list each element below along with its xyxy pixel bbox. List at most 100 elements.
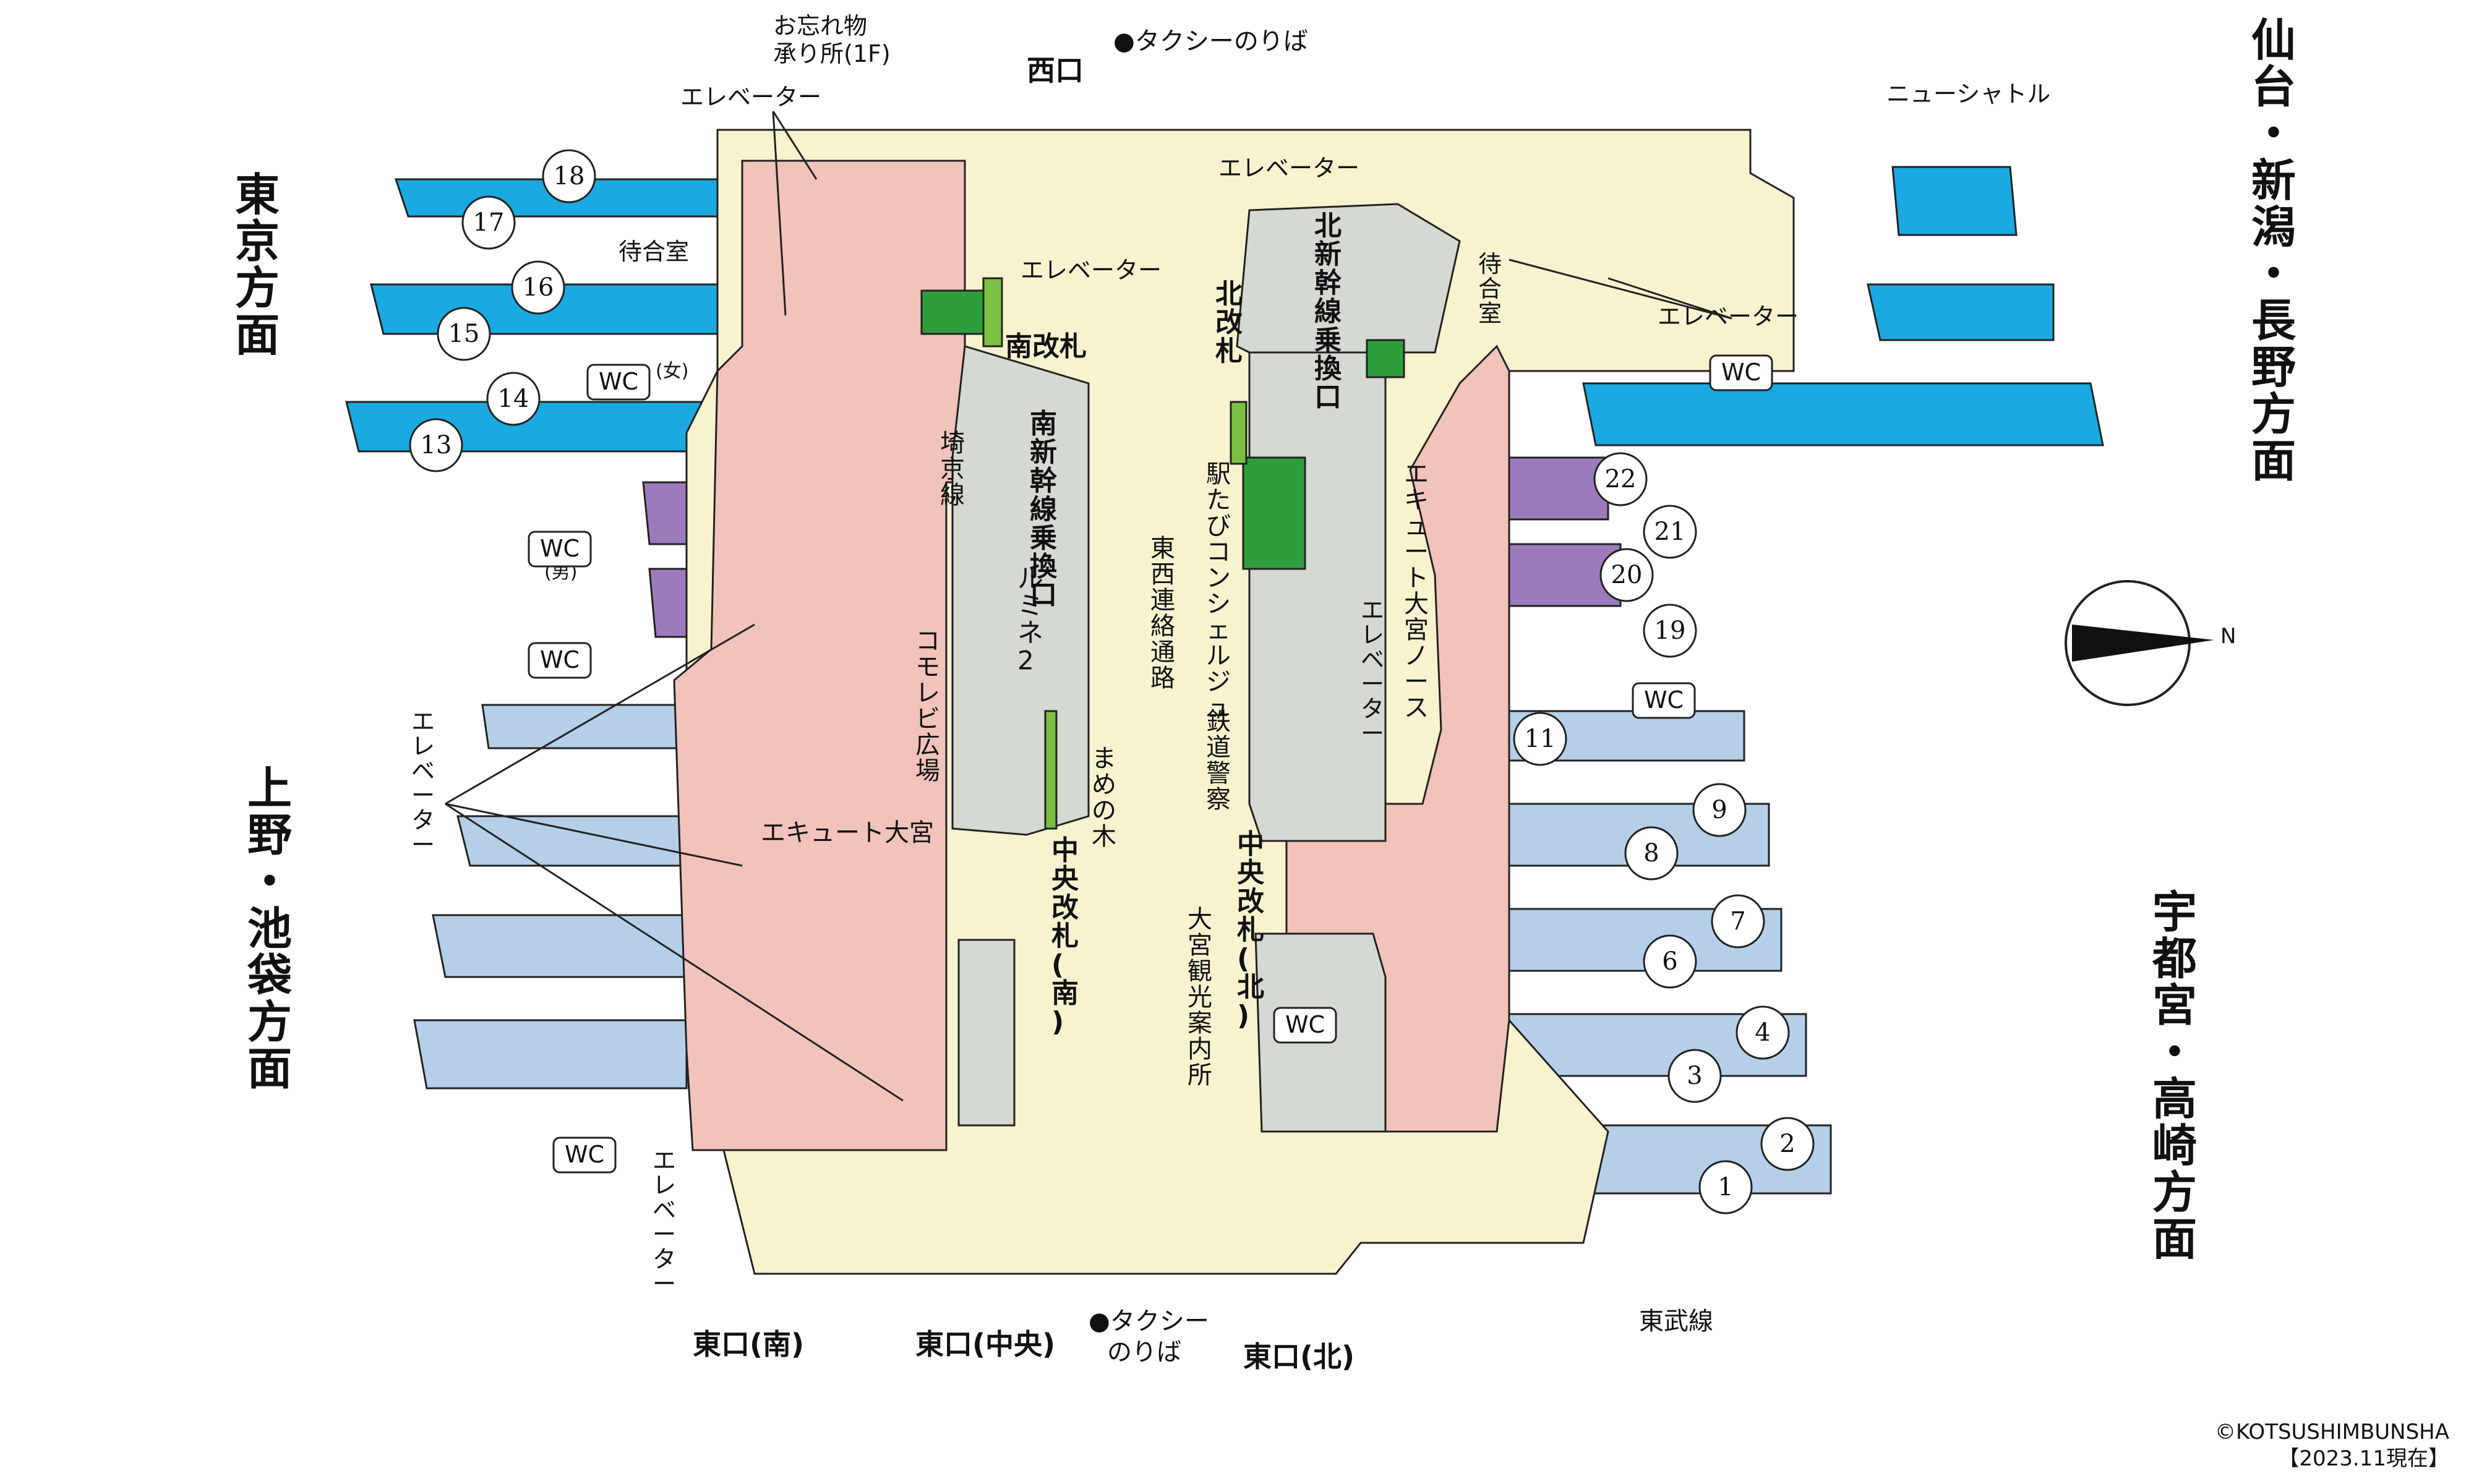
wc-text: WC (599, 368, 638, 395)
platform-number-text: 6 (1662, 947, 1677, 976)
platform-number-text: 11 (1525, 725, 1556, 753)
elevator-label-3: エレベーター (1021, 257, 1162, 284)
tourist-info: 大宮観光案内所 (1188, 905, 1212, 1090)
wc-sign-icon (586, 364, 651, 401)
new-shuttle: ニューシャトル (1886, 80, 2050, 108)
platform-number-text: 8 (1643, 839, 1659, 868)
wc-text: WC (1644, 686, 1684, 714)
platform-shinkansen-right (1582, 166, 2104, 446)
facility-labels: ●タクシーのりば ●タクシー のりば お忘れ物 承り所(1F) エレベーター エ… (411, 12, 2050, 1367)
platform-number-text: 4 (1755, 1018, 1770, 1047)
south-gate: 南改札 (1005, 331, 1087, 362)
wc-text: WC (1721, 359, 1761, 386)
platform-number-text: 14 (498, 385, 529, 413)
north-shop-block (1248, 345, 1387, 842)
comoreby-plaza: コモレビ広場 (915, 627, 940, 785)
compass: N (2065, 580, 2236, 706)
wc-text: WC (540, 646, 580, 673)
mame-no-ki: まめの木 (1092, 744, 1116, 851)
compass-arrow-icon (2072, 625, 2214, 662)
north-gate: 北改札 (1215, 278, 1243, 367)
elevator-label-v3: エレベーター (1361, 597, 1384, 748)
platform-number-text: 16 (523, 273, 554, 302)
platform-number-7: 7 (1711, 894, 1765, 949)
wc-sign-icon (528, 642, 592, 679)
platform-number-9: 9 (1692, 783, 1747, 837)
south-center-shop (957, 939, 1016, 1127)
wc-text: WC (540, 535, 580, 562)
elevator-label-2: エレベーター (1218, 155, 1359, 182)
direction-labels: 東京方面 上野・池袋方面 仙台・新潟・長野方面 宇都宮・高崎方面 (235, 14, 2296, 1265)
platform-number-text: 19 (1654, 616, 1686, 645)
credit: ©KOTSUSHIMBUNSHA 【2023.11現在】 (2215, 1419, 2449, 1472)
platform-number-2: 2 (1760, 1117, 1815, 1171)
taxi-west: ●タクシーのりば (1113, 27, 1308, 56)
wc-text: WC (1285, 1011, 1325, 1038)
south-transfer: 南新幹線乗換口 (1030, 408, 1058, 611)
wc-tag-6: WC (1632, 682, 1696, 719)
as-of-date: 【2023.11現在】 (2278, 1446, 2449, 1471)
platform-number-text: 21 (1654, 518, 1686, 546)
wc-tag-4: WC (552, 1136, 617, 1174)
east-west-passage: 東西連絡通路 (1150, 534, 1175, 693)
taxi-east-1: ●タクシー (1089, 1307, 1209, 1336)
tobu-line: 東武線 (1639, 1307, 1713, 1336)
copyright: ©KOTSUSHIMBUNSHA (2215, 1420, 2449, 1444)
platform-number-text: 18 (554, 162, 585, 190)
direction-utsunomiya: 宇都宮・高崎方面 (2152, 886, 2197, 1265)
platform-number-text: 3 (1687, 1062, 1702, 1090)
lost-found-2: 承り所(1F) (773, 40, 891, 67)
waiting-room-north: 待合室 (1478, 250, 1502, 327)
platform-number-1: 1 (1698, 1160, 1753, 1214)
wc-tag-1: WC (586, 364, 651, 401)
waiting-room-south: 待合室 (618, 238, 689, 265)
platform-number-21: 21 (1643, 505, 1697, 559)
wc-sign-icon (1709, 354, 1773, 391)
north-gate-green (1230, 401, 1248, 465)
wc-tag-2: WC (528, 531, 592, 568)
wc-sign-icon (552, 1136, 617, 1174)
ekitabi: 駅たびコンシェルジュ (1206, 460, 1231, 722)
lumine-green (1044, 710, 1058, 830)
wc-tag-3: WC (528, 642, 592, 679)
wc-sign-icon (1632, 682, 1696, 719)
platform-number-text: 2 (1779, 1130, 1795, 1158)
platform-number-17: 17 (461, 195, 516, 250)
wc-tag-7: WC (1273, 1007, 1337, 1044)
platform-number-13: 13 (409, 418, 463, 472)
platform-number-11: 11 (1513, 712, 1567, 766)
platform-number-text: 17 (473, 208, 505, 237)
elevator-label-1: エレベーター (680, 83, 821, 111)
saikyo-line: 埼京線 (940, 429, 965, 510)
wc-tags: WC WC WC WC WC WC WC (528, 354, 1773, 1174)
north-transfer: 北新幹線乗換口 (1314, 210, 1342, 413)
platform-shinkansen-left (345, 178, 756, 453)
wc-tag-5: WC (1709, 354, 1773, 391)
platform-number-14: 14 (486, 372, 541, 426)
elevator-label-v2: エレベーター (653, 1147, 676, 1298)
lost-found-1: お忘れ物 (773, 12, 867, 40)
exit-west: 西口 (1027, 54, 1084, 87)
direction-ueno: 上野・池袋方面 (247, 762, 292, 1095)
ecute-omiya: エキュート大宮 (761, 819, 934, 847)
exit-east-south: 東口(南) (693, 1328, 804, 1361)
central-gate-north: 中央改札(北) (1237, 829, 1265, 1031)
platform-number-22: 22 (1593, 452, 1648, 506)
wc-sign-icon (1273, 1007, 1337, 1044)
exit-east-north: 東口(北) (1243, 1340, 1355, 1373)
exit-labels: 西口 東口(南) 東口(中央) 東口(北) (693, 54, 1355, 1373)
platform-number-text: 9 (1711, 796, 1727, 824)
platform-number-4: 4 (1736, 1005, 1790, 1060)
wc-female: (女) (656, 360, 688, 382)
central-gate-south: 中央改札(南) (1051, 835, 1079, 1038)
platform-number-3: 3 (1667, 1049, 1722, 1103)
platform-number-18: 18 (542, 149, 596, 203)
south-gate-green (982, 277, 1003, 348)
midori-window-north (1242, 456, 1306, 570)
platform-number-19: 19 (1643, 603, 1697, 658)
platform-number-text: 1 (1718, 1173, 1733, 1201)
platform-number-8: 8 (1624, 826, 1679, 881)
